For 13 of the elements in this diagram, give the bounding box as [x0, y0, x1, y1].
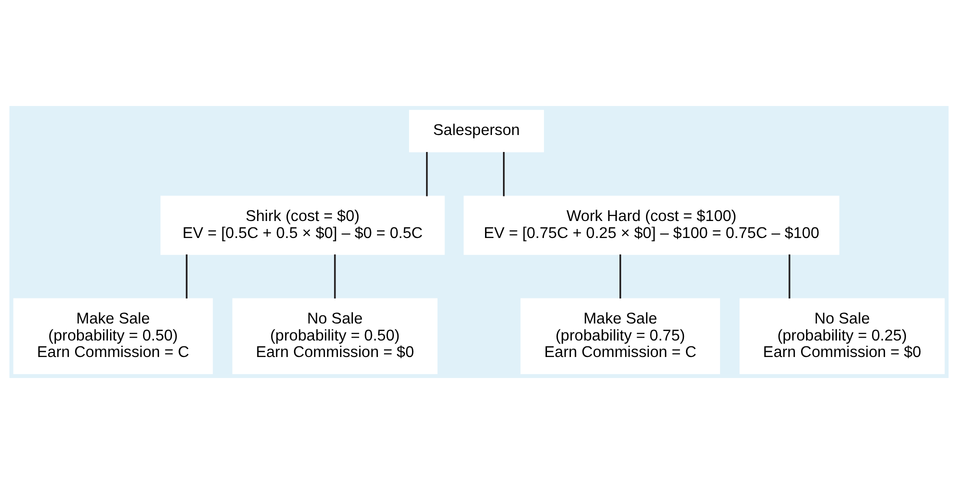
node-box: Make Sale (probability = 0.50) Earn Commission = C: [13, 298, 213, 374]
node-box: Work Hard (cost = $100) EV = [0.75C + 0.25 × $0] – $100 = 0.75C – $100: [464, 195, 840, 254]
node-box: No Sale (probability = 0.25) Earn Commission = $0: [740, 298, 945, 374]
connector: [502, 151, 505, 196]
connector: [619, 254, 622, 298]
node-box: Salesperson: [409, 109, 544, 152]
connector: [186, 254, 188, 298]
node-box: Shirk (cost = $0) EV = [0.5C + 0.5 × $0] – $0 = 0.5C: [160, 195, 445, 254]
node-box: No Sale (probability = 0.50) Earn Commission = $0: [232, 298, 438, 374]
connector: [788, 254, 790, 298]
connector: [426, 151, 428, 196]
connector: [334, 254, 336, 298]
node-box: Make Sale (probability = 0.75) Earn Commission = C: [520, 298, 720, 374]
